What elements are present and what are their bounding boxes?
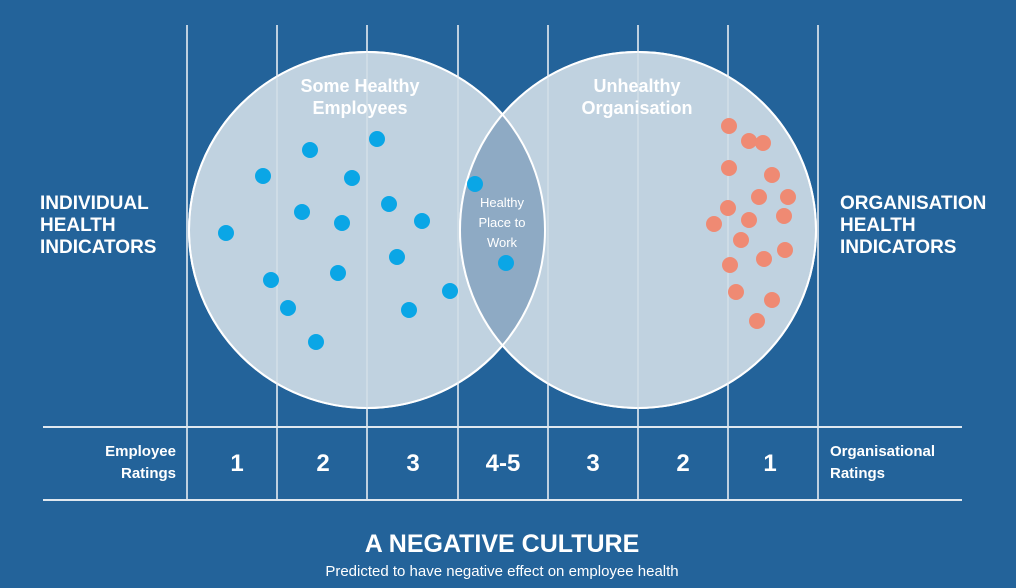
employee-dot [218, 225, 234, 241]
employee-dot [255, 168, 271, 184]
organisation-dot [721, 160, 737, 176]
employee-dot [308, 334, 324, 350]
organisation-dot [741, 133, 757, 149]
employee-dot [344, 170, 360, 186]
rating-cell: 1 [230, 450, 244, 477]
rating-cell: 3 [406, 450, 420, 477]
organisation-dot [755, 135, 771, 151]
employee-dot [369, 131, 385, 147]
employee-dot [330, 265, 346, 281]
employee-dot [263, 272, 279, 288]
organisation-dot [733, 232, 749, 248]
employee-dot [334, 215, 350, 231]
employee-dot [302, 142, 318, 158]
organisation-dot [780, 189, 796, 205]
culture-subtitle: Predicted to have negative effect on emp… [325, 563, 679, 580]
employee-dot [381, 196, 397, 212]
rating-cell: 4-5 [485, 450, 521, 477]
rating-cell: 2 [676, 450, 690, 477]
employee-dot [467, 176, 483, 192]
employee-dot [280, 300, 296, 316]
organisation-dot [741, 212, 757, 228]
organisation-dot [776, 208, 792, 224]
rating-cell: 3 [586, 450, 600, 477]
organisation-dot [756, 251, 772, 267]
organisation-dot [749, 313, 765, 329]
organisation-dot [764, 167, 780, 183]
employee-dot [401, 302, 417, 318]
organisation-dot [706, 216, 722, 232]
rating-cell: 2 [316, 450, 330, 477]
employee-dot [389, 249, 405, 265]
organisation-dot [721, 118, 737, 134]
employee-dot [414, 213, 430, 229]
organisation-dot [764, 292, 780, 308]
organisation-dot [751, 189, 767, 205]
organisation-dot [777, 242, 793, 258]
employee-dot [442, 283, 458, 299]
employee-dot [498, 255, 514, 271]
culture-title: A NEGATIVE CULTURE [364, 530, 640, 558]
employee-dot [294, 204, 310, 220]
organisation-dot [720, 200, 736, 216]
rating-cell: 1 [763, 450, 777, 477]
organisation-dot [722, 257, 738, 273]
organisation-dot [728, 284, 744, 300]
